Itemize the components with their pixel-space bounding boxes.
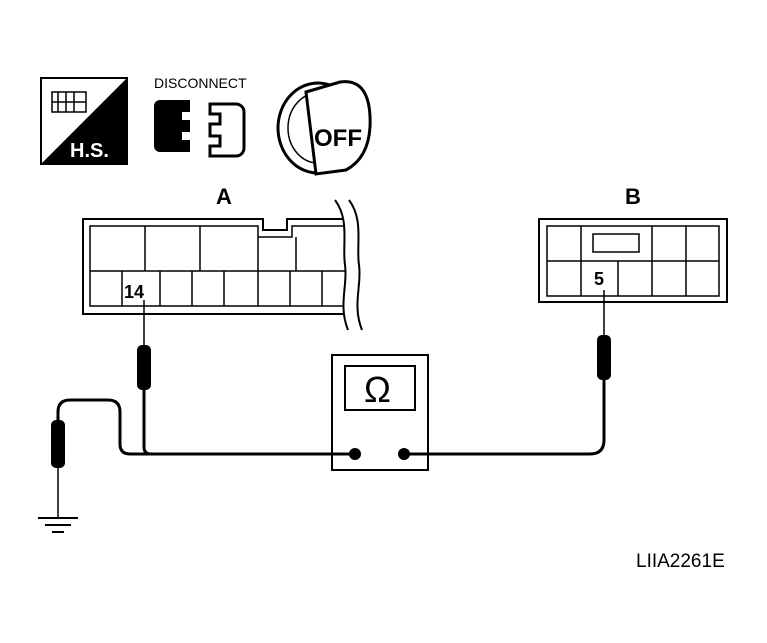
connector-glyph-icon — [51, 91, 87, 113]
connector-a — [82, 218, 353, 315]
disconnect-label: DISCONNECT — [154, 75, 247, 91]
ground-probe-lead — [51, 398, 150, 518]
connector-b-pin-number: 5 — [594, 269, 604, 289]
ohm-symbol: Ω — [364, 369, 391, 410]
figure-code: LIIA2261E — [636, 551, 725, 572]
connector-b — [538, 218, 728, 303]
connector-a-break-mark — [334, 199, 363, 331]
hs-label: H.S. — [70, 140, 109, 162]
connector-a-pin-number: 14 — [124, 282, 144, 302]
disconnect-icon: DISCONNECT — [154, 75, 247, 158]
connector-a-label: A — [216, 184, 232, 209]
off-label: OFF — [314, 125, 362, 152]
plug-male-icon — [208, 102, 246, 158]
ignition-off-icon: OFF — [276, 80, 372, 176]
probe-lead-a — [137, 300, 355, 456]
plug-female-icon — [154, 100, 190, 152]
connector-b-latch — [592, 233, 640, 253]
harness-side-icon: H.S. — [40, 77, 128, 165]
connector-b-label: B — [625, 184, 641, 209]
probe-lead-b — [404, 290, 611, 456]
meter-display — [344, 365, 416, 411]
ground-icon — [38, 517, 78, 533]
ohmmeter: Ω — [331, 354, 429, 471]
key-icon — [304, 80, 372, 176]
